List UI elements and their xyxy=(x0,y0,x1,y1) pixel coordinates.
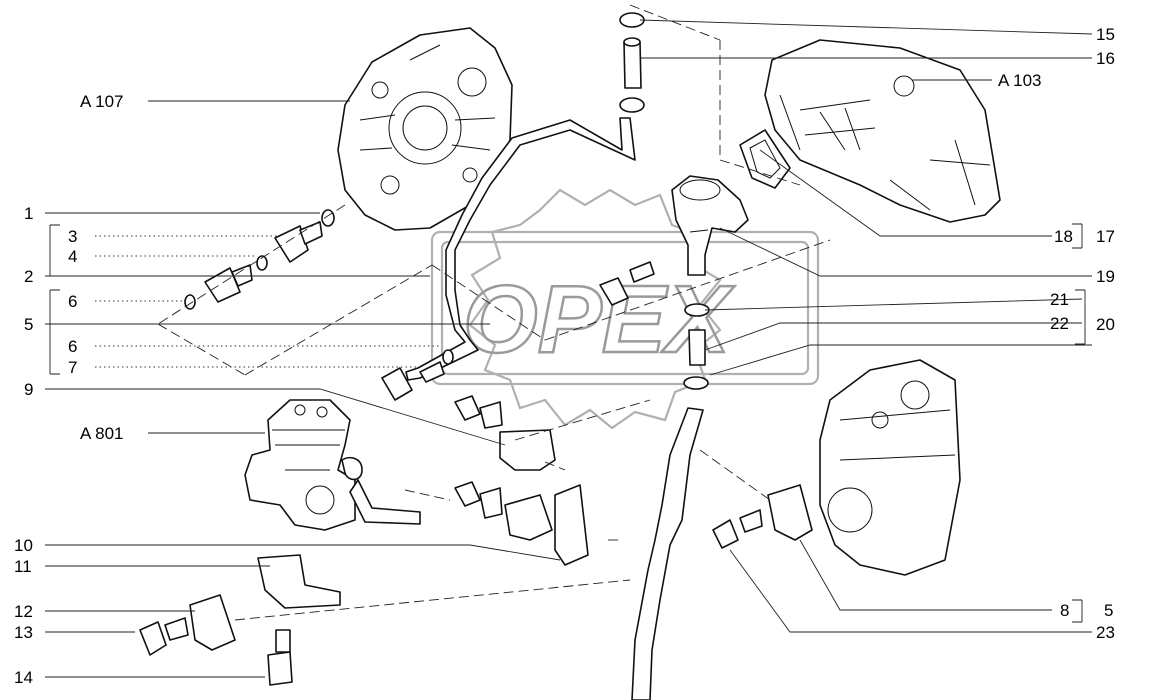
label-10: 10 xyxy=(14,536,33,555)
oil-pipe-9 xyxy=(405,117,636,381)
label-a103: A 103 xyxy=(998,71,1042,90)
assembly-lines xyxy=(157,4,831,621)
label-21: 21 xyxy=(1050,290,1069,309)
label-7: 7 xyxy=(68,358,77,377)
label-18: 18 xyxy=(1054,227,1073,246)
flywheel-housing-a107 xyxy=(337,27,513,231)
hose-16 xyxy=(623,37,642,89)
label-9: 9 xyxy=(24,380,33,399)
label-5b: 5 xyxy=(1104,601,1113,620)
hose-clamp-15 xyxy=(619,12,645,113)
fittings-group xyxy=(184,209,655,401)
hose-23 xyxy=(631,303,710,700)
label-23: 23 xyxy=(1096,623,1115,642)
label-22: 22 xyxy=(1050,314,1069,333)
label-14: 14 xyxy=(14,668,33,687)
opex-watermark: OPEX xyxy=(430,188,820,430)
label-2: 2 xyxy=(24,267,33,286)
label-a107: A 107 xyxy=(80,92,124,111)
label-5: 5 xyxy=(24,315,33,334)
callout-labels: A 107 1 3 4 2 6 5 6 7 9 A 801 10 11 12 1… xyxy=(14,25,1115,687)
label-16: 16 xyxy=(1096,49,1115,68)
label-20: 20 xyxy=(1096,315,1115,334)
label-8: 8 xyxy=(1060,601,1069,620)
label-15: 15 xyxy=(1096,25,1115,44)
air-compressor-a801 xyxy=(244,399,421,531)
label-6b: 6 xyxy=(68,337,77,356)
bracket-11-12 xyxy=(139,554,341,686)
breather-19 xyxy=(671,175,749,276)
label-6a: 6 xyxy=(68,292,77,311)
label-12: 12 xyxy=(14,602,33,621)
label-3: 3 xyxy=(68,227,77,246)
engine-block xyxy=(819,359,961,576)
valve-cover-a103 xyxy=(764,39,1001,223)
clip-bolts xyxy=(454,395,813,566)
label-1: 1 xyxy=(24,204,33,223)
label-4: 4 xyxy=(68,247,77,266)
label-13: 13 xyxy=(14,623,33,642)
label-11: 11 xyxy=(14,557,32,576)
label-a801: A 801 xyxy=(80,424,124,443)
label-19: 19 xyxy=(1096,267,1115,286)
leader-lines xyxy=(45,19,1093,678)
label-17: 17 xyxy=(1096,227,1115,246)
gasket-18 xyxy=(739,129,791,189)
